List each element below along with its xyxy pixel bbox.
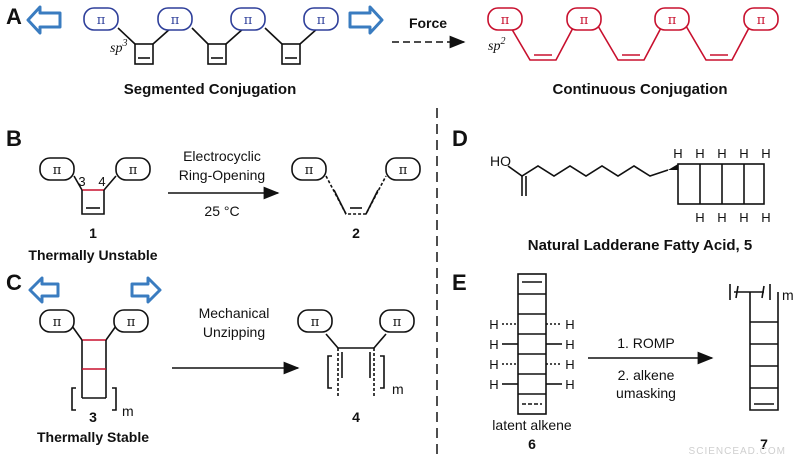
pi-group-red: π π π π xyxy=(487,7,779,31)
caption-thermally-stable: Thermally Stable xyxy=(37,429,149,445)
svg-text:H: H xyxy=(695,146,704,161)
ring-opening-line1: Electrocyclic xyxy=(183,148,261,164)
continuous-caption: Continuous Conjugation xyxy=(553,81,728,98)
svg-text:π: π xyxy=(127,315,136,330)
svg-text:H: H xyxy=(565,337,574,352)
svg-text:H: H xyxy=(565,357,574,372)
d-hydrogens: H H H H H H H H H xyxy=(673,146,770,225)
svg-text:π: π xyxy=(305,163,314,178)
temperature-label: 25 °C xyxy=(204,203,239,219)
svg-text:π: π xyxy=(311,315,320,330)
svg-text:H: H xyxy=(673,146,682,161)
ring-opening-line2: Ring-Opening xyxy=(179,167,265,183)
caption-thermally-unstable: Thermally Unstable xyxy=(28,247,157,263)
svg-text:π: π xyxy=(244,13,253,28)
panel-label-d: D xyxy=(452,126,468,151)
force-label: Force xyxy=(409,15,447,31)
svg-text:π: π xyxy=(53,163,62,178)
svg-text:π: π xyxy=(129,163,138,178)
repeat-m-7: m xyxy=(782,287,794,303)
svg-text:H: H xyxy=(739,210,748,225)
unzipping-line1: Mechanical xyxy=(199,305,270,321)
compound-label-7: 7 xyxy=(760,436,768,452)
panel-label-c: C xyxy=(6,270,22,295)
svg-text:π: π xyxy=(317,13,326,28)
repeat-m-4: m xyxy=(392,381,404,397)
compound-label-2: 2 xyxy=(352,225,360,241)
ladderane-3 xyxy=(71,325,117,411)
panel-label-e: E xyxy=(452,270,467,295)
svg-text:H: H xyxy=(489,337,498,352)
svg-text:H: H xyxy=(761,146,770,161)
cyclobutene-1 xyxy=(73,175,117,215)
segmented-chain xyxy=(117,27,319,65)
compound-label-6: 6 xyxy=(528,436,536,452)
latent-ladder-6 xyxy=(502,273,562,415)
svg-text:π: π xyxy=(97,13,106,28)
polymer-7 xyxy=(729,284,779,411)
left-arrow-icon xyxy=(26,5,62,35)
panel-label-b: B xyxy=(6,126,22,151)
svg-text:H: H xyxy=(717,210,726,225)
e-hydrogens: H H H H H H H H xyxy=(489,317,574,392)
watermark: SCIENCEAD.COM xyxy=(689,446,786,457)
right-arrow-icon-c xyxy=(130,276,162,304)
svg-text:H: H xyxy=(489,357,498,372)
latent-alkene-label: latent alkene xyxy=(492,417,572,433)
svg-text:π: π xyxy=(757,13,766,28)
diene-2 xyxy=(325,175,387,215)
svg-text:H: H xyxy=(565,377,574,392)
segmented-caption: Segmented Conjugation xyxy=(124,81,297,98)
left-arrow-icon-c xyxy=(28,276,60,304)
polyene-4 xyxy=(325,333,387,396)
svg-text:π: π xyxy=(580,13,589,28)
step-alkene-line2: umasking xyxy=(616,385,676,401)
svg-text:H: H xyxy=(565,317,574,332)
unzipping-line2: Unzipping xyxy=(203,324,265,340)
pi-group-blue: π π π π xyxy=(83,7,339,31)
step-alkene-line1: 2. alkene xyxy=(618,367,675,383)
repeat-m-3: m xyxy=(122,403,134,419)
svg-text:π: π xyxy=(53,315,62,330)
position-label-3: 3 xyxy=(78,174,85,189)
step-romp: 1. ROMP xyxy=(617,335,675,351)
svg-text:H: H xyxy=(739,146,748,161)
svg-text:H: H xyxy=(489,317,498,332)
wedge-bond xyxy=(668,164,678,170)
svg-text:H: H xyxy=(761,210,770,225)
panel-label-a: A xyxy=(6,4,22,29)
svg-text:H: H xyxy=(717,146,726,161)
svg-text:π: π xyxy=(501,13,510,28)
compound-label-4: 4 xyxy=(352,409,360,425)
sp3-label: sp3 xyxy=(110,38,127,56)
compound-label-3: 3 xyxy=(89,409,97,425)
svg-text:π: π xyxy=(399,163,408,178)
compound-label-1: 1 xyxy=(89,225,97,241)
sp2-label: sp2 xyxy=(488,36,505,54)
svg-text:π: π xyxy=(668,13,677,28)
continuous-chain xyxy=(509,25,751,61)
svg-text:H: H xyxy=(489,377,498,392)
acid-group: HO xyxy=(490,153,511,169)
right-arrow-icon xyxy=(348,5,384,35)
fatty-acid-caption: Natural Ladderane Fatty Acid, 5 xyxy=(528,237,753,254)
svg-text:π: π xyxy=(171,13,180,28)
svg-text:π: π xyxy=(393,315,402,330)
position-label-4: 4 xyxy=(98,174,105,189)
svg-text:H: H xyxy=(695,210,704,225)
ladderane-fatty-acid xyxy=(507,163,765,205)
